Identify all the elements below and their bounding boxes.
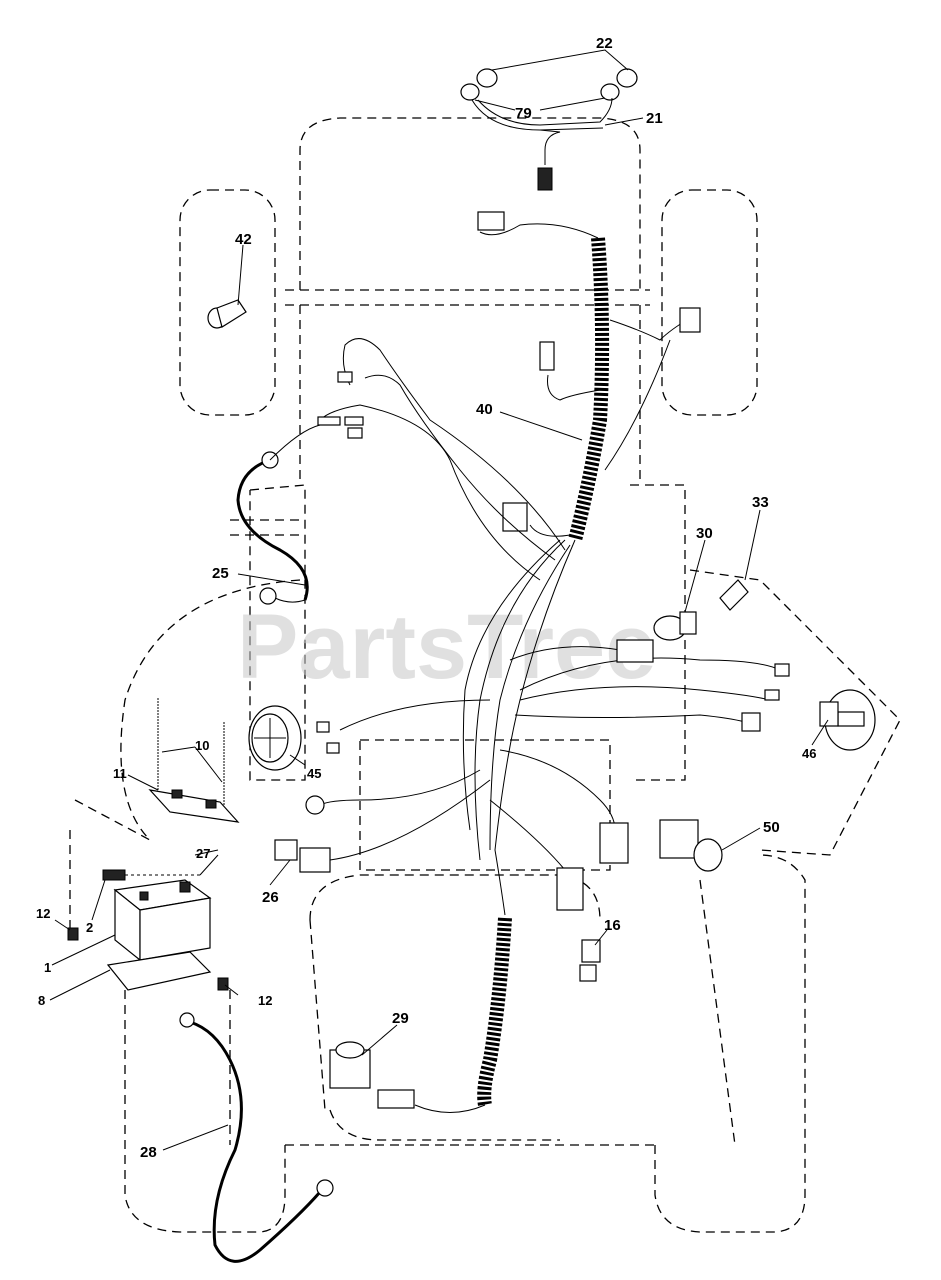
callout-79: 79	[515, 105, 532, 122]
headlight-assembly	[460, 68, 638, 191]
bolt-2	[102, 869, 126, 881]
switch-50	[659, 819, 723, 872]
callout-8: 8	[38, 993, 45, 1008]
part-16	[579, 939, 601, 982]
cable-25	[236, 458, 309, 601]
callout-33: 33	[752, 494, 769, 511]
callout-2: 2	[86, 920, 93, 935]
nuts-12	[67, 927, 229, 991]
leader-lines	[49, 49, 829, 1151]
part-42	[207, 299, 247, 329]
callout-50: 50	[763, 819, 780, 836]
battery-tray	[106, 951, 212, 991]
callout-22: 22	[596, 35, 613, 52]
callout-12-right: 12	[258, 993, 272, 1008]
callout-42: 42	[235, 231, 252, 248]
callout-1: 1	[44, 960, 51, 975]
battery	[113, 879, 212, 962]
callout-40: 40	[476, 401, 493, 418]
main-wire-harness	[305, 211, 790, 1113]
callout-12-left: 12	[36, 906, 50, 921]
cable-28	[189, 1020, 322, 1263]
callout-21: 21	[646, 110, 663, 127]
callout-45: 45	[307, 766, 321, 781]
solenoid-29	[329, 1041, 371, 1089]
callout-29: 29	[392, 1010, 409, 1027]
callout-25: 25	[212, 565, 229, 582]
hourmeter-46	[819, 689, 876, 751]
callout-11: 11	[113, 766, 127, 781]
callout-27: 27	[196, 846, 210, 861]
fuse-holder-26	[274, 839, 331, 873]
callout-30: 30	[696, 525, 713, 542]
ignition-switch-30	[653, 611, 697, 641]
callout-46: 46	[802, 746, 816, 761]
callout-28: 28	[140, 1144, 157, 1161]
gauge-45	[248, 705, 302, 771]
part-33	[719, 579, 749, 611]
callout-16: 16	[604, 917, 621, 934]
callout-labels: 22 79 21 42 40 33 30 25 10 11 45 46 27 5…	[36, 35, 816, 1161]
callout-10: 10	[195, 738, 209, 753]
callout-26: 26	[262, 889, 279, 906]
battery-holddown	[148, 698, 240, 823]
